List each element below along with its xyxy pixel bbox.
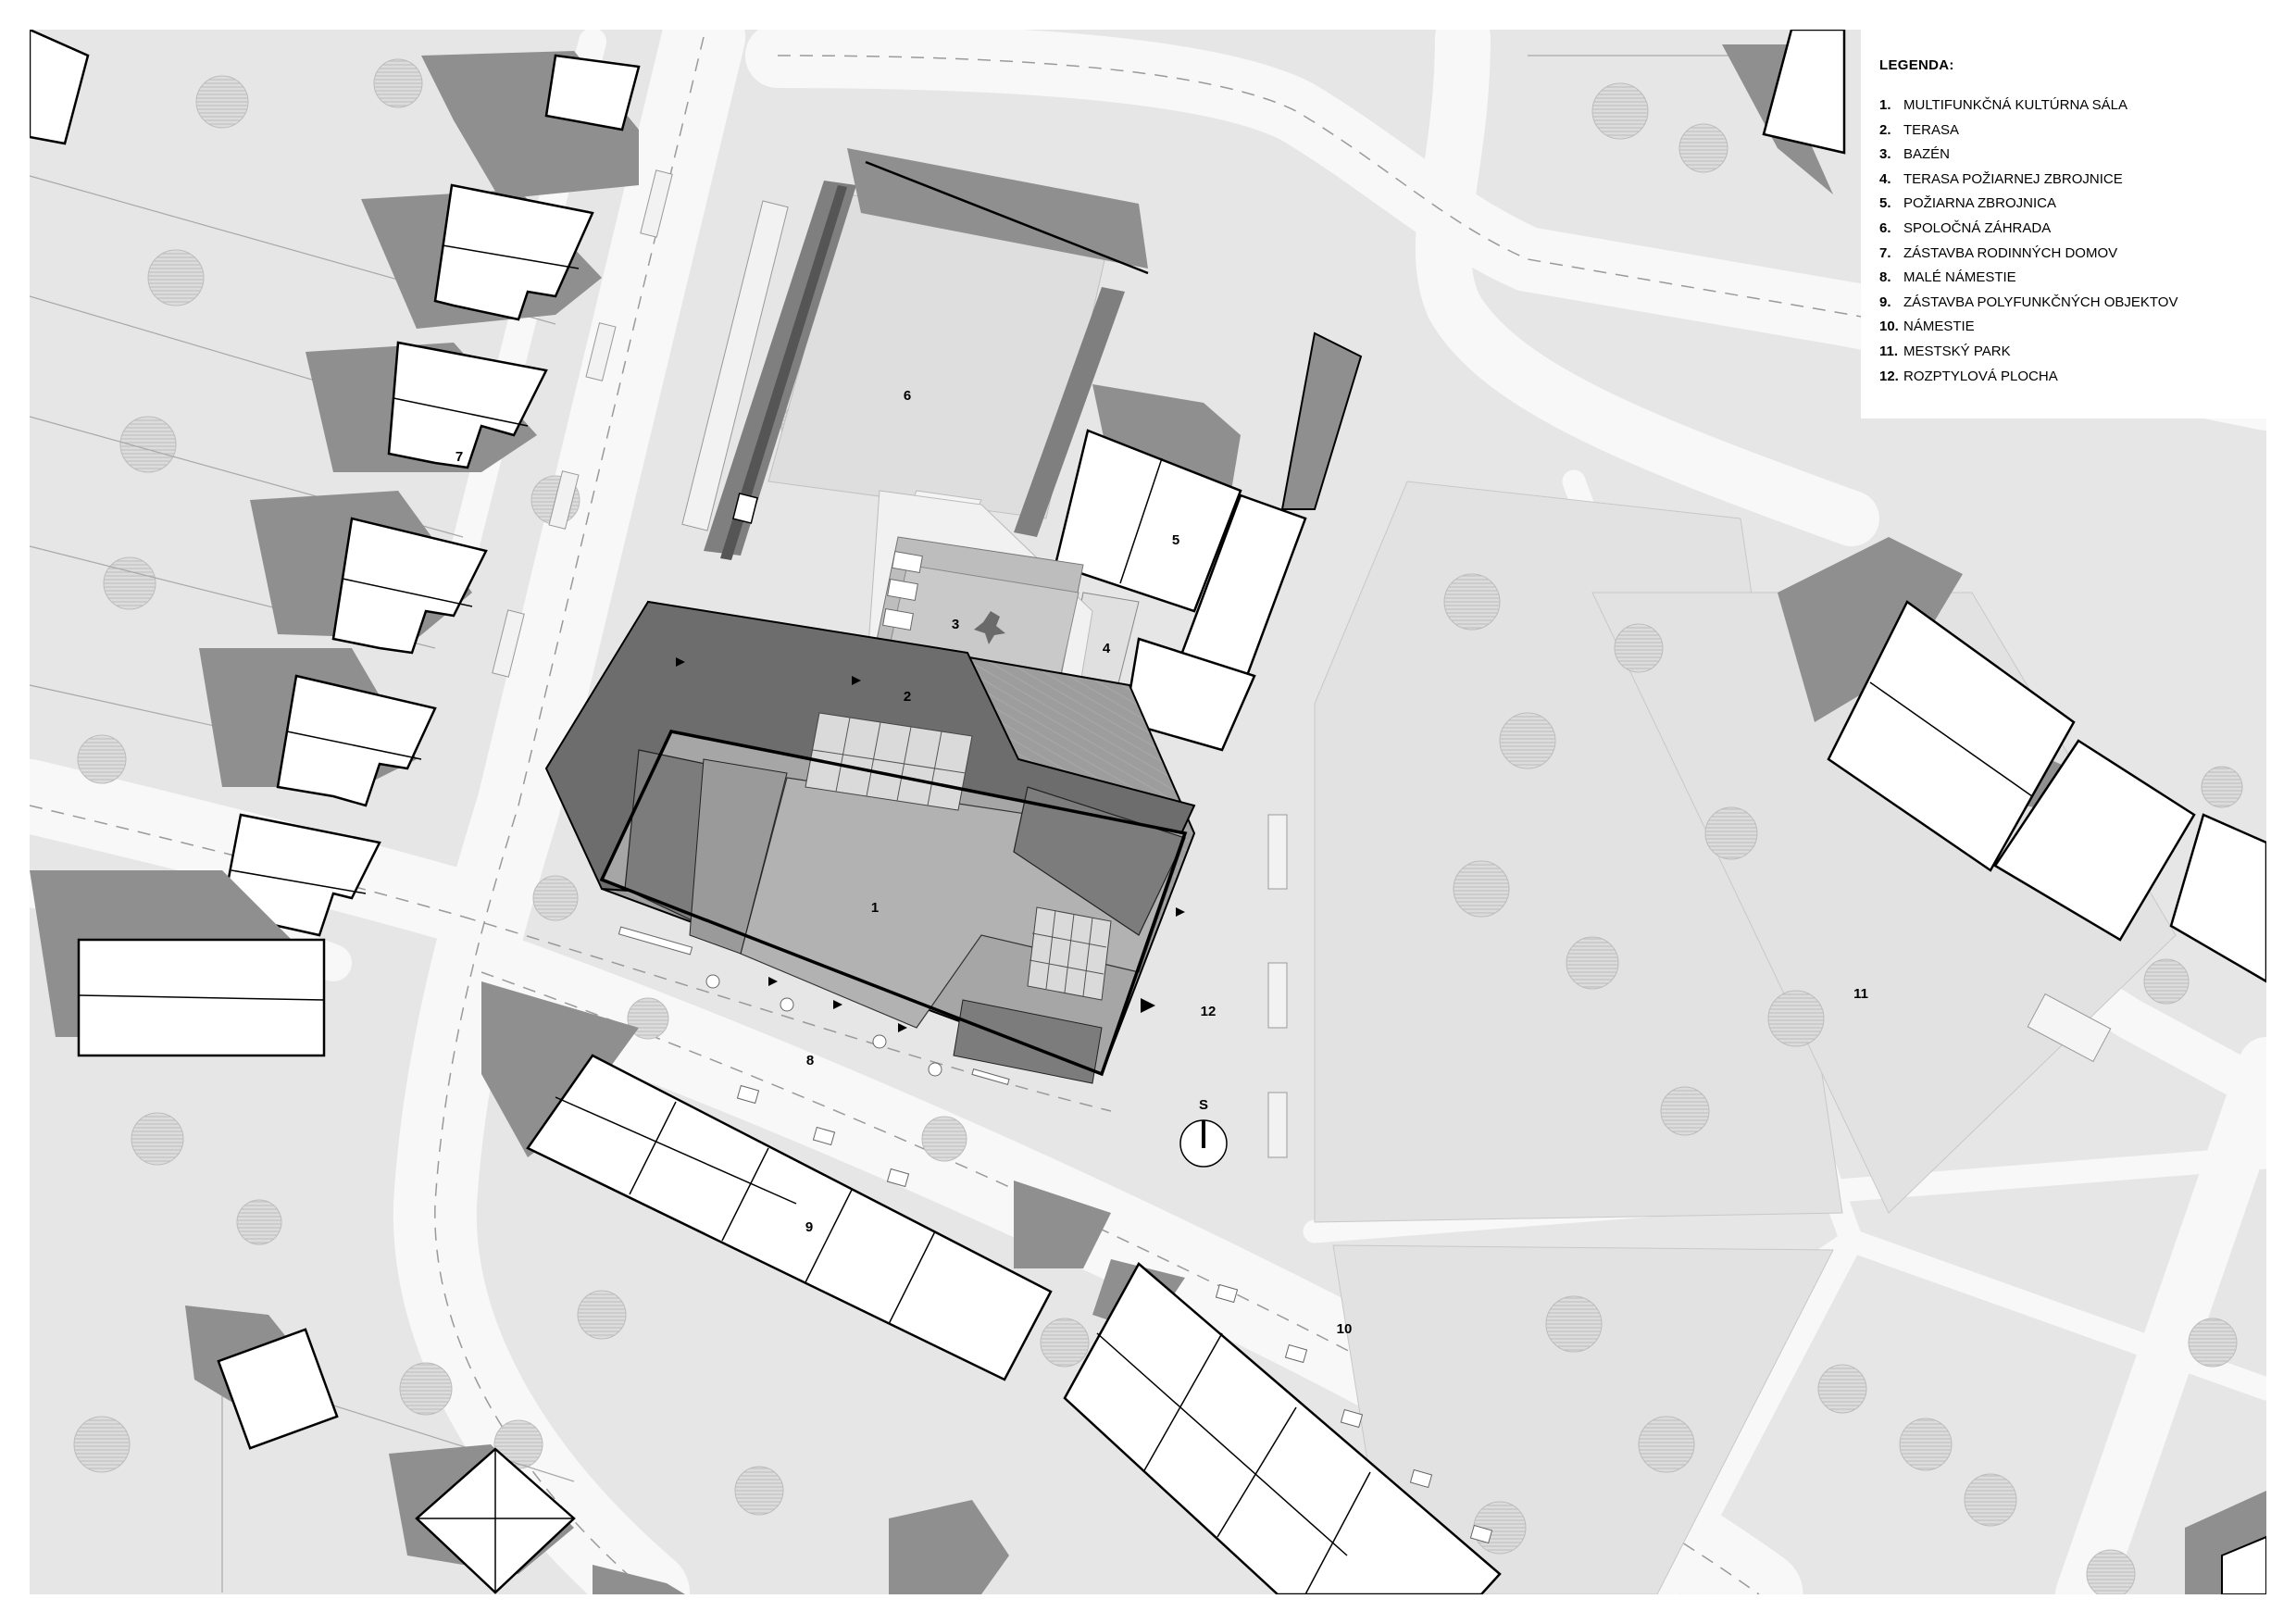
legend-item: 1. MULTIFUNKČNÁ KULTÚRNA SÁLA bbox=[1879, 94, 2231, 119]
map-label-11: 11 bbox=[1853, 986, 1868, 1002]
cultural-hall bbox=[544, 600, 1196, 1084]
legend-item: 5. POŽIARNA ZBROJNICA bbox=[1879, 192, 2231, 217]
map-label-2: 2 bbox=[904, 689, 911, 705]
legend-item-label: POŽIARNA ZBROJNICA bbox=[1903, 195, 2057, 212]
legend-item: 2. TERASA bbox=[1879, 119, 2231, 144]
garden-bar bbox=[720, 185, 847, 560]
east-block bbox=[1993, 739, 2196, 942]
legend: LEGENDA: 1. MULTIFUNKČNÁ KULTÚRNA SÁLA 2. T… bbox=[1879, 57, 2231, 389]
house-top-left bbox=[30, 30, 90, 145]
legend-item-label: ROZPTYLOVÁ PLOCHA bbox=[1903, 368, 2058, 384]
road-park-path-5 bbox=[1840, 1229, 2266, 1401]
street-furniture bbox=[618, 926, 1493, 1544]
legend-item-label: MULTIFUNKČNÁ KULTÚRNA SÁLA bbox=[1903, 97, 2128, 113]
legend-background bbox=[1861, 30, 2266, 418]
legend-item-number: 9. bbox=[1879, 294, 1891, 310]
legend-item-label: ZÁSTAVBA RODINNÝCH DOMOV bbox=[1903, 244, 2118, 261]
east-buildings bbox=[1722, 30, 2266, 1594]
hall-stair-block bbox=[953, 999, 1103, 1084]
map-label-8: 8 bbox=[806, 1053, 814, 1068]
east-block bbox=[1827, 600, 2076, 872]
map-labels: 1 2 3 4 5 6 7 8 9 10 11 12 bbox=[455, 388, 1868, 1337]
entrance-arrows bbox=[676, 657, 1185, 1032]
north-arrow-label: S bbox=[1199, 1097, 1208, 1113]
legend-item: 9. ZÁSTAVBA POLYFUNKČNÝCH OBJEKTOV bbox=[1879, 291, 2231, 316]
legend-item-number: 12. bbox=[1879, 368, 1899, 384]
site-plan-drawing: S 1 2 3 4 5 6 7 8 9 10 11 12 bbox=[30, 30, 2266, 1594]
map-label-4: 4 bbox=[1103, 641, 1111, 656]
legend-item-number: 7. bbox=[1879, 244, 1891, 261]
legend-item-number: 10. bbox=[1879, 319, 1899, 335]
fire-station bbox=[1054, 331, 1363, 752]
garden-bar-shadow bbox=[1014, 287, 1125, 537]
map-label-5: 5 bbox=[1172, 532, 1179, 548]
legend-item-number: 3. bbox=[1879, 146, 1891, 163]
parking-strips bbox=[492, 169, 1288, 1158]
fire-station-wing bbox=[1280, 331, 1363, 510]
legend-item-label: TERASA bbox=[1903, 121, 1960, 138]
map-label-3: 3 bbox=[952, 617, 959, 632]
legend-item-label: TERASA POŽIARNEJ ZBROJNICE bbox=[1903, 170, 2123, 187]
legend-item-number: 4. bbox=[1879, 170, 1891, 187]
map-label-7: 7 bbox=[455, 449, 463, 465]
legend-item: 4. TERASA POŽIARNEJ ZBROJNICE bbox=[1879, 168, 2231, 193]
garden-bar-shadow bbox=[847, 148, 1148, 269]
legend-item-number: 11. bbox=[1879, 343, 1899, 359]
legend-item-number: 5. bbox=[1879, 195, 1891, 212]
legend-item-number: 1. bbox=[1879, 97, 1891, 113]
legend-item-label: MESTSKÝ PARK bbox=[1903, 343, 2011, 359]
polyfunctional-buildings bbox=[481, 981, 1502, 1594]
legend-item: 8. MALÉ NÁMESTIE bbox=[1879, 266, 2231, 291]
south-houses bbox=[185, 1305, 1009, 1594]
road-park-path-3 bbox=[1654, 1229, 1864, 1594]
legend-item-number: 6. bbox=[1879, 219, 1891, 236]
site-plan: S 1 2 3 4 5 6 7 8 9 10 11 12 bbox=[30, 30, 2266, 1594]
legend-item: 3. BAZÉN bbox=[1879, 143, 2231, 168]
legend-item: 6. SPOLOČNÁ ZÁHRADA bbox=[1879, 217, 2231, 242]
map-label-10: 10 bbox=[1337, 1321, 1353, 1337]
legend-item: 12.ROZPTYLOVÁ PLOCHA bbox=[1879, 365, 2231, 390]
map-label-1: 1 bbox=[871, 900, 879, 916]
map-label-12: 12 bbox=[1201, 1004, 1217, 1019]
family-houses bbox=[30, 30, 641, 1057]
hall-inner-dark-2 bbox=[1013, 786, 1186, 936]
road-north-bend bbox=[1415, 30, 1879, 546]
legend-title: LEGENDA: bbox=[1879, 57, 1954, 73]
house bbox=[220, 54, 641, 937]
legend-item-label: SPOLOČNÁ ZÁHRADA bbox=[1903, 219, 2052, 236]
block-shadow bbox=[1014, 1181, 1111, 1268]
legend-items: 1. MULTIFUNKČNÁ KULTÚRNA SÁLA 2. TERASA 3. BA… bbox=[1879, 94, 2231, 389]
map-label-9: 9 bbox=[805, 1219, 813, 1235]
legend-item-label: NÁMESTIE bbox=[1903, 319, 1975, 335]
north-arrow: S bbox=[1179, 1097, 1228, 1168]
fire-station-block bbox=[1054, 429, 1242, 613]
legend-item-number: 2. bbox=[1879, 121, 1891, 138]
legend-item-number: 8. bbox=[1879, 269, 1891, 286]
legend-item: 11.MESTSKÝ PARK bbox=[1879, 340, 2231, 365]
legend-item-label: MALÉ NÁMESTIE bbox=[1903, 269, 2016, 286]
legend-item: 10.NÁMESTIE bbox=[1879, 315, 2231, 340]
legend-item-label: BAZÉN bbox=[1903, 146, 1951, 163]
legend-item-label: ZÁSTAVBA POLYFUNKČNÝCH OBJEKTOV bbox=[1903, 294, 2178, 310]
east-block bbox=[2169, 813, 2266, 983]
legend-item: 7. ZÁSTAVBA RODINNÝCH DOMOV bbox=[1879, 242, 2231, 267]
map-label-6: 6 bbox=[904, 388, 911, 404]
block-shadow bbox=[481, 981, 639, 1157]
hall-outline bbox=[599, 730, 1188, 1077]
hall-stage bbox=[689, 758, 788, 955]
